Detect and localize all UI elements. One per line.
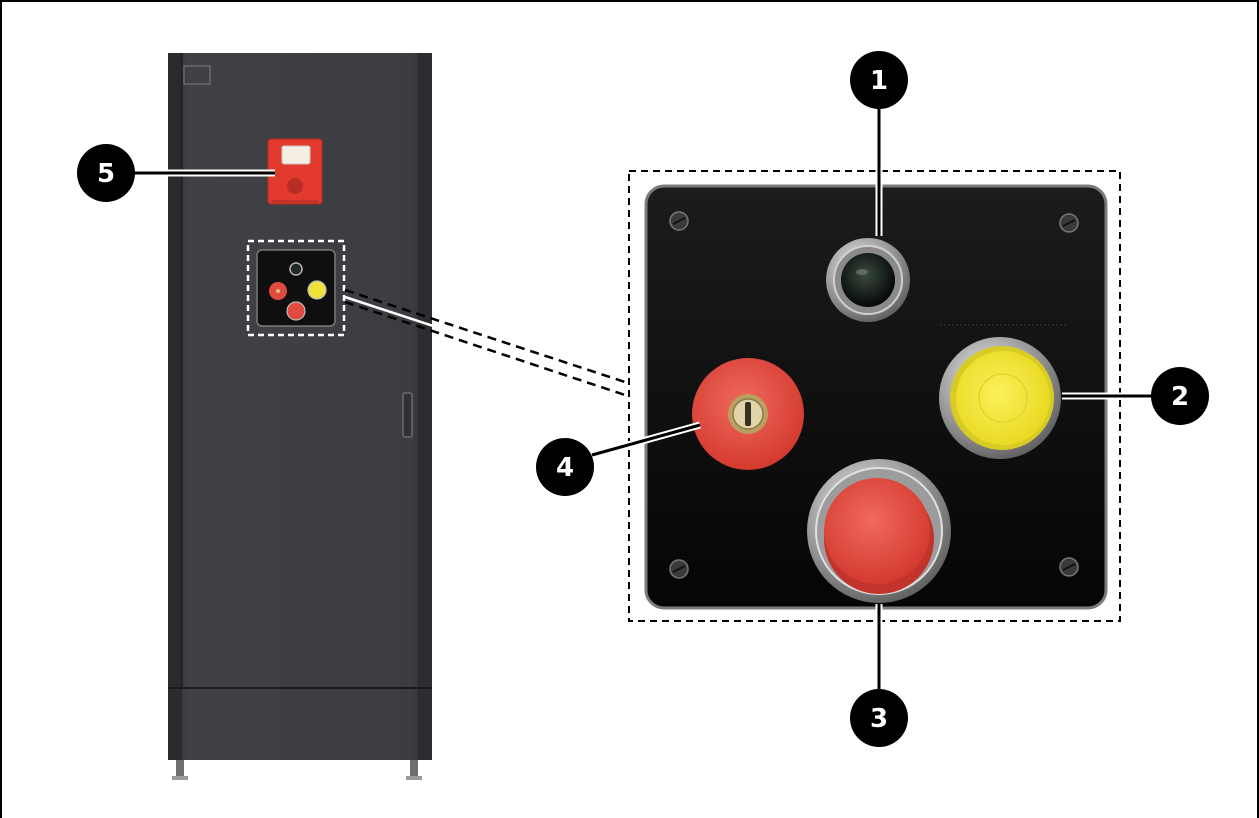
callout-3: 3 [850, 689, 908, 747]
cabinet-foot-right-base [406, 776, 422, 780]
callout-5-number: 5 [97, 159, 115, 189]
callout-1-number: 1 [870, 66, 888, 96]
callout-1: 1 [850, 51, 908, 109]
cabinet-foot-left [176, 760, 184, 778]
small-yellow-button [307, 280, 327, 300]
screw-top-left [669, 211, 689, 231]
cabinet-small-panel [246, 239, 346, 337]
callout-4-number: 4 [556, 453, 574, 483]
callout-4: 4 [536, 438, 594, 496]
screw-bottom-right [1059, 557, 1079, 577]
indicator-light [826, 238, 910, 322]
callout-3-number: 3 [870, 704, 888, 734]
callout-2: 2 [1151, 367, 1209, 425]
strobe-lens [281, 145, 311, 165]
callout-2-number: 2 [1171, 382, 1189, 412]
key-switch [692, 358, 804, 470]
small-stop-button [286, 301, 306, 321]
cabinet-nameplate [183, 65, 211, 85]
cabinet-left-edge [168, 53, 182, 760]
enlarged-control-panel [628, 170, 1121, 622]
cabinet-handle [402, 392, 413, 438]
alarm-strobe [267, 138, 323, 205]
yellow-push-button [939, 337, 1061, 459]
red-stop-button [807, 459, 951, 603]
small-indicator-light [289, 262, 303, 276]
cabinet-right-edge [418, 53, 432, 760]
horn-grille [287, 178, 303, 194]
screw-top-right [1059, 213, 1079, 233]
callout-5: 5 [77, 144, 135, 202]
small-panel-highlight-box [246, 239, 346, 337]
cabinet-foot-left-base [172, 776, 188, 780]
zoom-connector [344, 288, 629, 398]
callout-leaders [130, 100, 1155, 690]
cabinet-foot-right [410, 760, 418, 778]
screw-bottom-left [669, 559, 689, 579]
